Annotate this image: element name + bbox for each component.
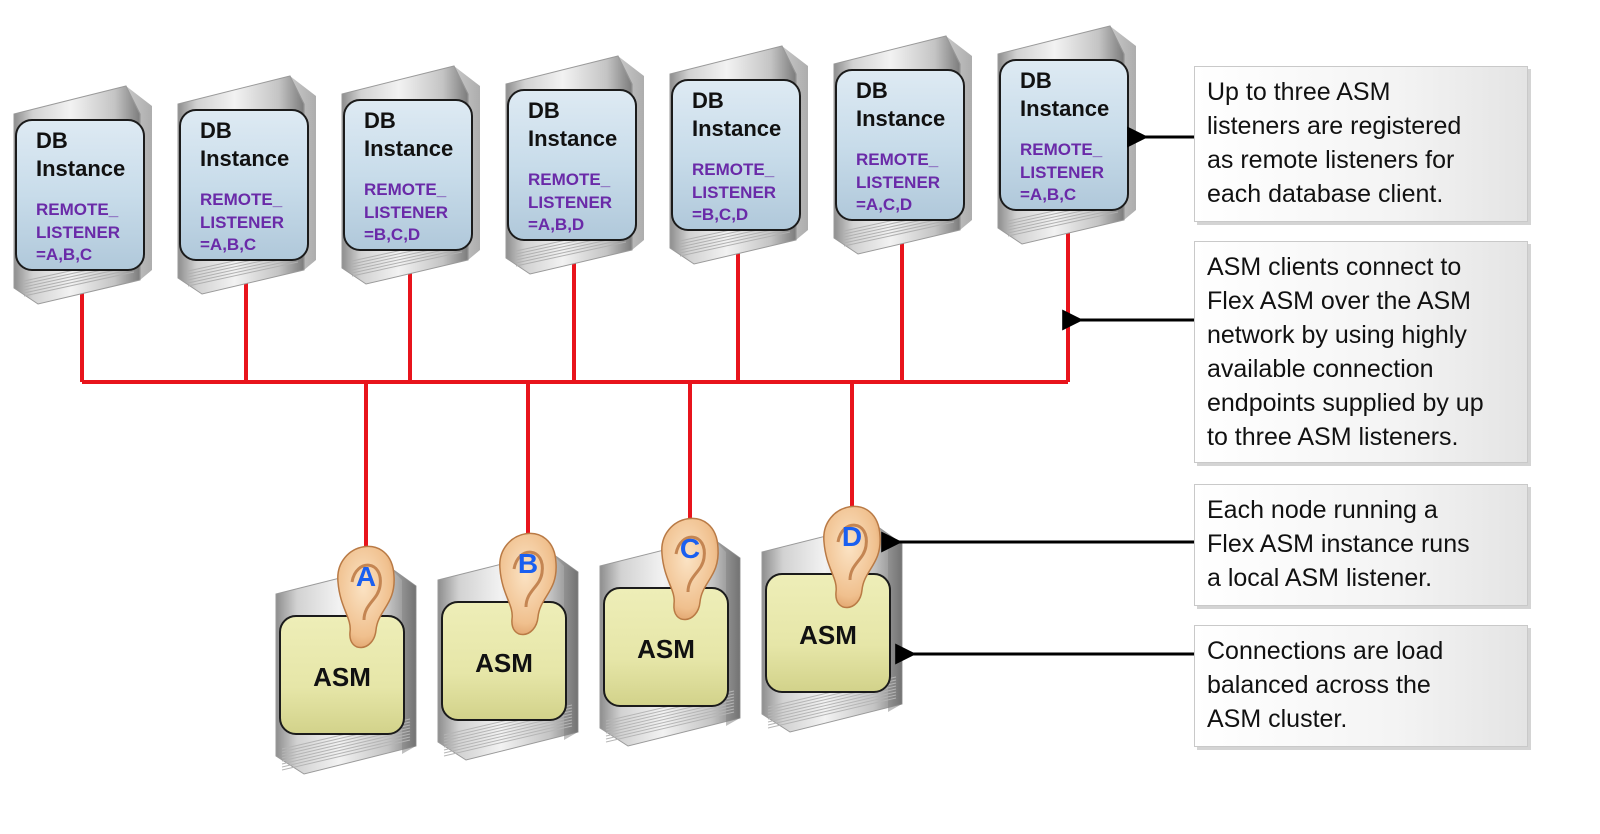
note-line: available connection xyxy=(1207,355,1434,383)
asm-instance-server: ASM D xyxy=(761,505,903,733)
ear-icon xyxy=(337,545,395,649)
asm-label: ASM xyxy=(637,634,695,664)
remote-listener-param: LISTENER xyxy=(364,203,448,222)
db-instance-title: Instance xyxy=(856,106,945,131)
remote-listener-param: =A,B,C xyxy=(36,245,92,264)
note-line: Each node running a xyxy=(1207,496,1438,524)
ear-icon xyxy=(661,517,719,621)
db-instance-title: DB xyxy=(364,108,396,133)
remote-listener-param: =B,C,D xyxy=(364,225,420,244)
remote-listener-param: LISTENER xyxy=(856,173,940,192)
remote-listener-param: LISTENER xyxy=(36,223,120,242)
note-client-connections: ASM clients connect to Flex ASM over the… xyxy=(1194,241,1528,463)
db-instance-title: DB xyxy=(200,118,232,143)
note-line: ASM cluster. xyxy=(1207,705,1348,733)
note-line: to three ASM listeners. xyxy=(1207,423,1459,451)
db-server-icon xyxy=(177,75,316,295)
note-line: as remote listeners for xyxy=(1207,146,1455,174)
asm-server-icon xyxy=(275,565,417,775)
db-instance-title: DB xyxy=(1020,68,1052,93)
listener-letter: C xyxy=(680,533,700,564)
db-server-icon xyxy=(997,25,1136,245)
db-instance-title: Instance xyxy=(364,136,453,161)
db-instance-title: DB xyxy=(856,78,888,103)
note-line: Flex ASM over the ASM xyxy=(1207,287,1471,315)
remote-listener-param: REMOTE_ xyxy=(364,180,447,199)
ear-icon xyxy=(823,505,881,609)
asm-label: ASM xyxy=(475,648,533,678)
note-line: balanced across the xyxy=(1207,671,1431,699)
db-instance-group: DBInstanceREMOTE_LISTENER=A,B,CDBInstanc… xyxy=(13,25,1136,305)
db-instance-title: DB xyxy=(528,98,560,123)
asm-label: ASM xyxy=(799,620,857,650)
listener-letter: D xyxy=(842,521,862,552)
remote-listener-param: REMOTE_ xyxy=(856,150,939,169)
remote-listener-param: =A,B,D xyxy=(528,215,584,234)
remote-listener-param: LISTENER xyxy=(200,213,284,232)
listener-letter: B xyxy=(518,548,538,579)
note-line: each database client. xyxy=(1207,180,1444,208)
asm-server-icon xyxy=(437,551,579,761)
note-line: endpoints supplied by up xyxy=(1207,389,1484,417)
db-instance-title: DB xyxy=(692,88,724,113)
note-load-balancing: Connections are load balanced across the… xyxy=(1194,625,1528,747)
asm-label: ASM xyxy=(313,662,371,692)
asm-instance-group: ASM A ASM B ASM C ASM D xyxy=(275,505,903,775)
remote-listener-param: LISTENER xyxy=(1020,163,1104,182)
db-instance-title: Instance xyxy=(36,156,125,181)
db-instance-title: Instance xyxy=(200,146,289,171)
db-server-icon xyxy=(13,85,152,305)
remote-listener-param: REMOTE_ xyxy=(1020,140,1103,159)
db-instance-title: Instance xyxy=(528,126,617,151)
listener-letter: A xyxy=(356,561,376,592)
db-server-icon xyxy=(341,65,480,285)
db-server-icon xyxy=(669,45,808,265)
db-instance-title: Instance xyxy=(692,116,781,141)
remote-listener-param: =A,B,C xyxy=(1020,185,1076,204)
db-instance-title: Instance xyxy=(1020,96,1109,121)
note-remote-listeners: Up to three ASM listeners are registered… xyxy=(1194,66,1528,222)
remote-listener-param: REMOTE_ xyxy=(36,200,119,219)
remote-listener-param: =A,C,D xyxy=(856,195,912,214)
remote-listener-param: =B,C,D xyxy=(692,205,748,224)
db-instance-title: DB xyxy=(36,128,68,153)
note-line: Flex ASM instance runs xyxy=(1207,530,1470,558)
remote-listener-param: REMOTE_ xyxy=(200,190,283,209)
note-line: ASM clients connect to xyxy=(1207,253,1462,281)
asm-instance-server: ASM B xyxy=(437,532,579,761)
asm-network-lines xyxy=(80,215,1070,548)
remote-listener-param: =A,B,C xyxy=(200,235,256,254)
asm-server-icon xyxy=(599,537,741,747)
note-line: network by using highly xyxy=(1207,321,1467,349)
asm-instance-server: ASM A xyxy=(275,545,417,775)
remote-listener-param: LISTENER xyxy=(528,193,612,212)
ear-icon xyxy=(499,532,557,636)
note-line: a local ASM listener. xyxy=(1207,564,1433,592)
note-local-listener: Each node running a Flex ASM instance ru… xyxy=(1194,484,1528,606)
note-line: listeners are registered xyxy=(1207,112,1462,140)
db-server-icon xyxy=(505,55,644,275)
callout-arrows xyxy=(881,126,1194,665)
note-line: Connections are load xyxy=(1207,637,1444,665)
note-line: Up to three ASM xyxy=(1207,78,1391,106)
db-server-icon xyxy=(833,35,972,255)
asm-instance-server: ASM C xyxy=(599,517,741,747)
remote-listener-param: REMOTE_ xyxy=(692,160,775,179)
remote-listener-param: LISTENER xyxy=(692,183,776,202)
remote-listener-param: REMOTE_ xyxy=(528,170,611,189)
